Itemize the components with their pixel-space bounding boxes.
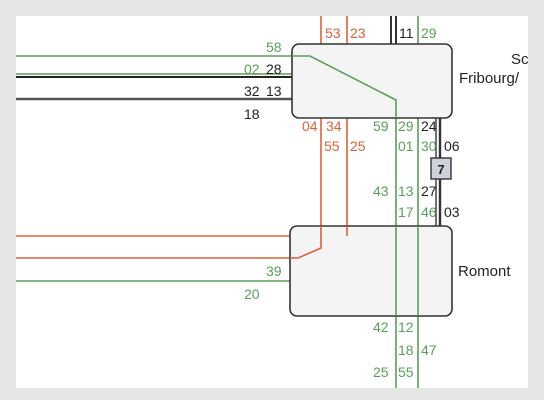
label-29-top: 29 <box>421 25 437 41</box>
route-number-labels: 53 23 11 29 58 02 28 32 13 18 04 34 59 2… <box>244 25 460 380</box>
label-06: 06 <box>444 138 460 154</box>
label-12: 12 <box>398 319 414 335</box>
station-upper-name-2: Fribourg/ <box>459 70 520 87</box>
label-42: 42 <box>373 319 389 335</box>
label-18-bot: 18 <box>398 342 414 358</box>
frame-bottom <box>0 388 544 400</box>
label-25: 25 <box>350 138 366 154</box>
frame-right <box>528 0 544 400</box>
label-18: 18 <box>244 106 260 122</box>
label-34: 34 <box>326 118 342 134</box>
line-red-in-lower <box>290 226 322 259</box>
label-17: 17 <box>398 204 414 220</box>
label-13-mid: 13 <box>398 183 414 199</box>
badge-7[interactable] <box>430 157 452 180</box>
label-03: 03 <box>444 204 460 220</box>
line-58-diag-over <box>292 55 397 118</box>
label-30: 30 <box>421 138 437 154</box>
label-13: 13 <box>266 83 282 99</box>
badge-7-label: 7 <box>437 162 444 177</box>
label-43: 43 <box>373 183 389 199</box>
label-58: 58 <box>266 39 282 55</box>
label-55-bot: 55 <box>398 364 414 380</box>
label-39: 39 <box>266 263 282 279</box>
label-29-mid: 29 <box>398 118 414 134</box>
label-55: 55 <box>324 138 340 154</box>
station-lower-name: Romont <box>458 263 511 280</box>
label-11: 11 <box>399 25 414 41</box>
label-02: 02 <box>244 61 260 77</box>
station-box-lower[interactable] <box>289 225 453 317</box>
label-25-bot: 25 <box>373 364 389 380</box>
label-23: 23 <box>350 25 366 41</box>
frame-left <box>0 0 16 400</box>
label-32: 32 <box>244 83 260 99</box>
label-59: 59 <box>373 118 389 134</box>
label-27: 27 <box>421 183 437 199</box>
station-box-upper[interactable] <box>291 43 453 119</box>
label-24: 24 <box>421 118 437 134</box>
label-53: 53 <box>325 25 341 41</box>
label-47: 47 <box>421 342 437 358</box>
label-01: 01 <box>398 138 414 154</box>
label-20: 20 <box>244 286 260 302</box>
label-04: 04 <box>302 118 318 134</box>
label-28: 28 <box>266 61 282 77</box>
frame-top <box>0 0 544 16</box>
label-46: 46 <box>421 204 437 220</box>
